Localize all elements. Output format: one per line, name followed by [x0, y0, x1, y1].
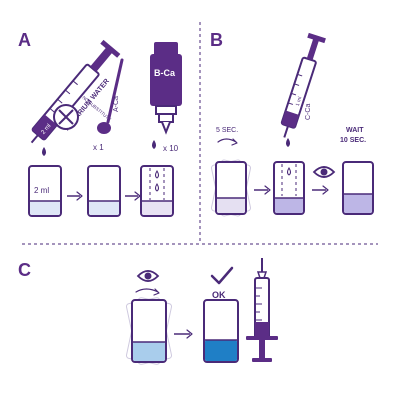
syringe-icon: 1 ml: [280, 32, 326, 138]
tube-a1: 2 ml: [28, 165, 62, 217]
arrow-right: [254, 185, 271, 195]
spoon-count: x 1: [93, 143, 104, 152]
panel-a: A 2 ml AQUARIUM WATER NO SUBSTITUTE: [18, 30, 182, 217]
eye-icon: [312, 166, 336, 178]
syringe-scale-mark: 2 ml: [41, 123, 53, 136]
drops-count: x 10: [163, 144, 179, 153]
water-drop-icon: [42, 147, 46, 156]
syringe-icon: [246, 258, 278, 362]
arrow-right: [312, 185, 329, 195]
water-drop-icon: [152, 140, 156, 149]
spoon-label: A-Ca: [113, 96, 120, 112]
arrow-right: [67, 191, 83, 201]
dropper-bottle-icon: B-Ca: [150, 42, 182, 135]
eye-icon: [136, 270, 160, 282]
crossed-circle-icon: [53, 104, 79, 130]
wait-line1: WAIT: [346, 127, 364, 134]
swirl-time: 5 SEC.: [216, 127, 238, 134]
tube-c2: [203, 299, 239, 363]
syringe-b-mark: 1 ml: [295, 96, 304, 107]
panel-b: B 5 SEC. 1 ml: [210, 30, 374, 217]
syringe-b-label: C-Ca: [305, 104, 312, 120]
arrow-right: [125, 191, 141, 201]
bottle-label: B-Ca: [154, 68, 176, 78]
tube-b2: [273, 161, 305, 215]
swirl-arrow-icon: [135, 288, 159, 293]
tube-b1-swirling: [210, 159, 252, 217]
panel-c: C OK: [18, 258, 278, 365]
arrow-right: [174, 329, 193, 339]
panel-b-letter: B: [210, 30, 223, 50]
ok-text: OK: [212, 290, 226, 300]
panel-c-letter: C: [18, 260, 31, 280]
tube-volume-label: 2 ml: [34, 186, 49, 195]
panel-a-letter: A: [18, 30, 31, 50]
checkmark-icon: [210, 266, 234, 285]
tube-a2: [87, 165, 121, 217]
spoon-icon: [97, 58, 124, 134]
tube-b3: [342, 161, 374, 215]
water-drop-icon: [286, 138, 290, 147]
wait-line2: 10 SEC.: [340, 137, 366, 144]
tube-a3: [140, 165, 174, 217]
tube-c1-swirling: [125, 297, 173, 365]
